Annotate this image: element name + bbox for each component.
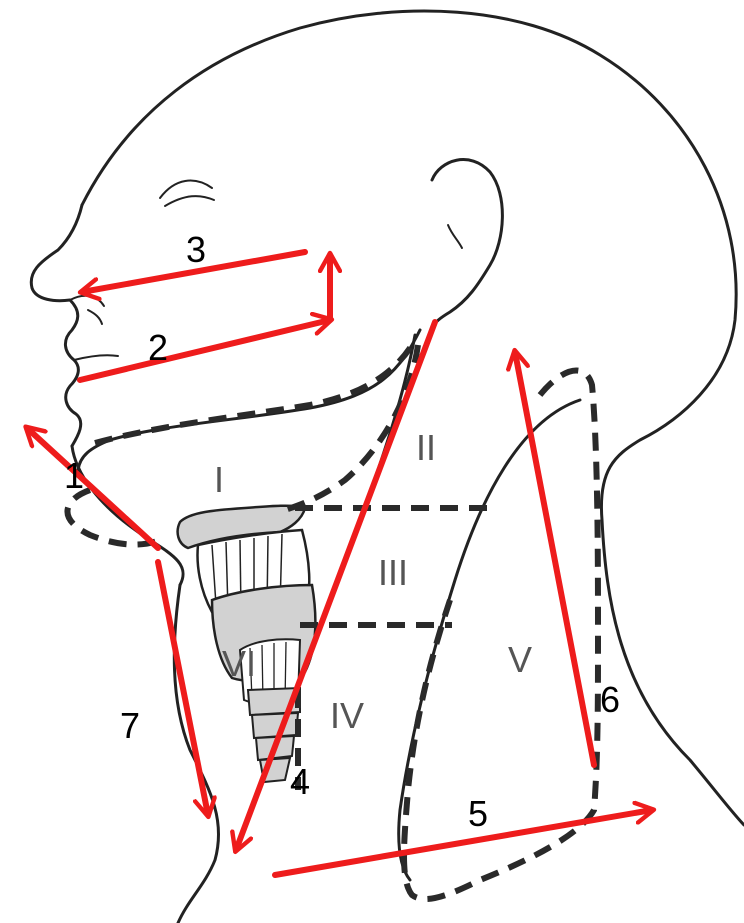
level-label-v: V bbox=[508, 639, 532, 680]
step-label-5: 5 bbox=[468, 793, 488, 834]
level-label-ii: II bbox=[416, 427, 436, 468]
step-label-1: 1 bbox=[64, 455, 84, 496]
arrow-step-5 bbox=[275, 810, 652, 875]
step-label-3: 3 bbox=[186, 229, 206, 270]
level-boundaries bbox=[67, 340, 598, 899]
arrow-step-7 bbox=[158, 562, 208, 815]
level-label-vi: VI bbox=[222, 643, 256, 684]
arrow-step-1 bbox=[27, 428, 158, 548]
step-label-7: 7 bbox=[120, 705, 140, 746]
step-label-4: 4 bbox=[290, 761, 310, 802]
step-label-6: 6 bbox=[600, 679, 620, 720]
step-labels: 1 2 3 4 5 6 7 bbox=[64, 229, 620, 834]
step-label-2: 2 bbox=[148, 327, 168, 368]
arrow-step-2 bbox=[80, 320, 330, 380]
step-arrows bbox=[27, 252, 652, 875]
head-outline bbox=[31, 11, 744, 923]
level-label-iii: III bbox=[378, 552, 408, 593]
level-label-i: I bbox=[214, 459, 224, 500]
level-label-iv: IV bbox=[330, 695, 364, 736]
